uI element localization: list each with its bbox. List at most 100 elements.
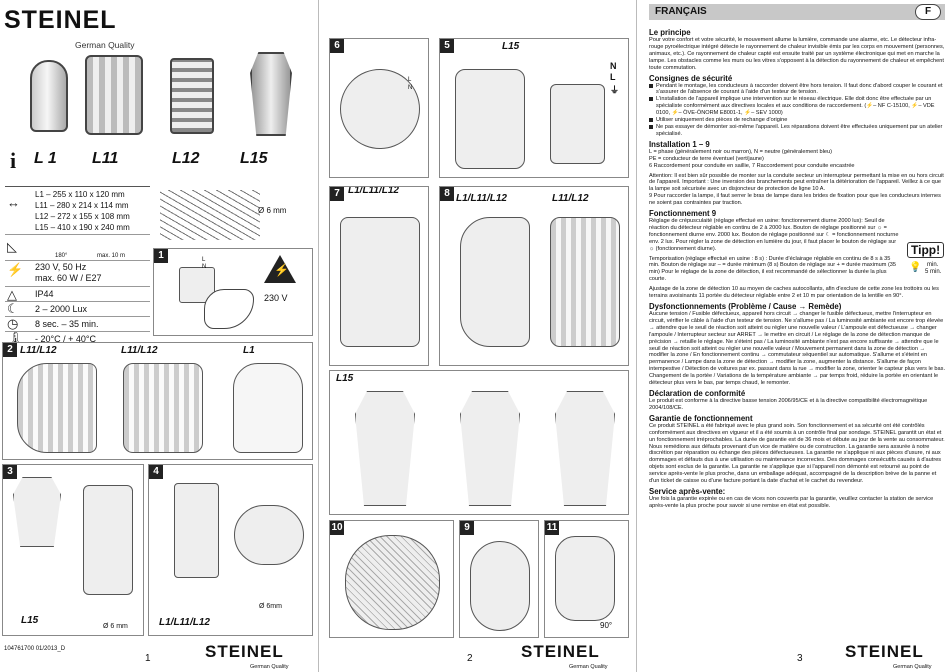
section-heading: Fonctionnement 9 — [649, 209, 717, 219]
manual-text: Le principe Pour votre confort et votre … — [649, 26, 945, 510]
step-2-model-b: L11/L12 — [121, 345, 158, 356]
section-paragraph: L = phase (généralement noir ou marron),… — [649, 148, 832, 155]
step-number: 9 — [460, 521, 474, 535]
step-1-panel: 1 L N ⚡ 230 V — [153, 248, 313, 336]
bullet-item: Pendant le montage, les conducteurs à ra… — [649, 83, 945, 97]
section-heading: Installation 1 – 9 — [649, 139, 710, 149]
l15-assembly-3 — [555, 391, 615, 506]
section-heading: Déclaration de conformité — [649, 388, 746, 398]
step-8-model-left: L1/L11/L12 — [456, 193, 507, 204]
sensor-head-image-left — [460, 217, 530, 347]
step-number: 8 — [440, 187, 454, 201]
step-number: 2 — [3, 343, 17, 357]
step-7-model: L1/L11/L12 — [348, 186, 399, 196]
time-range: 8 sec. – 35 min. — [35, 319, 99, 329]
dimension-l1: L1 – 255 x 110 x 120 mm — [35, 190, 125, 199]
bullet-item: L'installation de l'appareil implique un… — [649, 96, 945, 117]
info-icon: i — [10, 148, 17, 173]
section-heading: Garantie de fonctionnement — [649, 413, 753, 423]
step-2-panel: 2 L11/L12 L11/L12 L1 — [2, 342, 313, 460]
footer-logo: STEINEL — [205, 642, 284, 661]
wire-n-label: N — [202, 264, 207, 270]
l15-assembly-2 — [460, 391, 520, 506]
step-6-panel: 6 L N — [329, 38, 429, 178]
lightning-icon: ⚡ — [274, 263, 289, 277]
model-l15-label: L15 — [240, 150, 268, 167]
page-number: 1 — [145, 653, 151, 664]
angle-label: 180° — [55, 253, 68, 259]
lamp-l12-image — [170, 58, 214, 134]
timer-icon: ◷ — [7, 316, 19, 331]
drill-size: Ø 6 mm — [258, 206, 287, 215]
ip-rating: IP44 — [35, 289, 54, 299]
step-number: 1 — [154, 249, 168, 263]
model-l11-label: L11 — [92, 150, 119, 167]
model-l12-label: L12 — [172, 150, 200, 167]
angle-90-label: 90° — [600, 621, 613, 630]
section-paragraph: Ce produit STEINEL a été fabriqué avec l… — [649, 422, 945, 485]
page-3: FRANÇAIS F Le principe Pour votre confor… — [636, 0, 950, 672]
sensor-head-image-right — [550, 217, 620, 347]
brand-tagline: German Quality — [75, 40, 135, 50]
language-header: FRANÇAIS F — [649, 4, 945, 20]
page-number: 2 — [467, 653, 473, 664]
ip-icon: △ — [7, 287, 17, 302]
step-2-model-a: L11/L12 — [20, 345, 57, 356]
hand-image — [204, 289, 254, 329]
flush-wiring-image — [340, 217, 420, 347]
step-number: 3 — [3, 465, 17, 479]
l15-bracket-image — [83, 485, 133, 595]
lamp-open-image-a — [17, 363, 97, 453]
l15-assembly-model: L15 — [336, 373, 354, 384]
step-4-panel: 4 Ø 6mm L1/L11/L12 — [148, 464, 313, 636]
footer-logo: STEINEL — [521, 642, 600, 661]
l15-assembly-1 — [355, 391, 415, 506]
lamp-l11-image — [85, 55, 143, 135]
footer-tagline: German Quality — [893, 664, 932, 670]
step-3-drill: Ø 6 mm — [103, 623, 128, 630]
tipp-min: min. — [927, 262, 939, 268]
footer-tagline: German Quality — [250, 664, 289, 670]
step-8-panel: 8 L1/L11/L12 L11/L12 — [439, 186, 629, 366]
step-9-panel: 9 — [459, 520, 539, 638]
step-number: 11 — [545, 521, 559, 535]
step-4-drill: Ø 6mm — [259, 603, 282, 610]
screws-image — [160, 190, 260, 240]
terminal-block-image — [550, 84, 605, 164]
voltage-label: 230 V — [264, 293, 288, 303]
dimension-l12: L12 – 272 x 155 x 108 mm — [35, 212, 130, 221]
tipp-bulb-icon: 💡 — [909, 262, 922, 273]
lamp-open-image-b — [123, 363, 203, 453]
dimension-l11: L11 – 280 x 214 x 114 mm — [35, 201, 129, 210]
lux-icon: ☾ — [7, 301, 19, 316]
language-code: F — [915, 4, 941, 20]
footer-logo: STEINEL — [845, 642, 924, 661]
page-number: 3 — [797, 653, 803, 664]
bullet-item: Utiliser uniquement des pièces de rechan… — [649, 117, 945, 124]
danger-icon — [264, 255, 296, 283]
section-heading: Service après-vente: — [649, 486, 726, 496]
wire-l-label: L — [202, 257, 206, 263]
section-paragraph: Une fois la garantie expirée ou en cas d… — [649, 495, 934, 509]
step-7-panel: 7 L1/L11/L12 — [329, 186, 429, 366]
section-paragraph: Pour votre confort et votre sécurité, le… — [649, 37, 945, 71]
tipp-badge: Tipp! — [907, 242, 945, 258]
section-paragraph: PE = conducteur de terre éventuel (vert/… — [649, 155, 764, 162]
section-paragraph: Attention: Il est bien sûr possible de m… — [649, 172, 944, 193]
steinel-logo: STEINEL — [4, 6, 117, 34]
step-number: 10 — [330, 521, 344, 535]
power-icon: ⚡ — [7, 262, 24, 277]
range-label: max. 10 m — [97, 253, 126, 259]
section-paragraph: Réglage de crépusculaité (réglage effect… — [649, 218, 899, 252]
wire-l-label: L — [408, 77, 412, 83]
step-10-panel: 10 — [329, 520, 454, 638]
dimensions-icon: ↔ — [7, 195, 20, 210]
section-paragraph: 9 Pour raccorder la lampe, il faut serre… — [649, 193, 941, 207]
model-l1-label: L 1 — [34, 150, 57, 167]
lux-range: 2 – 2000 Lux — [35, 304, 88, 314]
step-5-model: L15 — [502, 41, 520, 52]
page-1: STEINEL German Quality i L 1 L11 L12 L15… — [0, 0, 316, 672]
step-3-model: L15 — [21, 615, 39, 626]
section-paragraph: Ajustage de la zone de détection 10 au m… — [649, 286, 939, 300]
section-heading: Dysfonctionnements (Problème / Cause → R… — [649, 302, 842, 311]
